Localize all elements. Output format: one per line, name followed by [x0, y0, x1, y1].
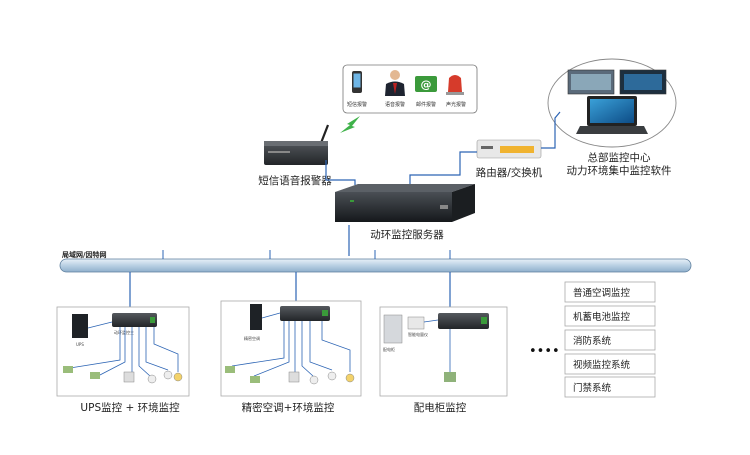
alert-label: 短信报警: [347, 101, 367, 108]
smoke-sensor-icon: [163, 370, 173, 380]
router-label: 路由器/交换机: [476, 166, 543, 179]
cabinet-label: 配电柜: [383, 346, 395, 352]
sensor-icon: [288, 371, 300, 383]
subsystem-item: 消防系统: [573, 335, 612, 347]
smoke-sensor-icon: [147, 374, 157, 384]
monitoring-server: [335, 184, 475, 222]
siren-icon: [446, 75, 464, 95]
hq-monitoring-center: [547, 58, 677, 148]
subsystem-item: 视频监控系统: [573, 359, 631, 371]
monitor-host-device: [112, 313, 157, 327]
router-device: [476, 139, 542, 159]
unit-caption: UPS监控 + 环境监控: [80, 401, 180, 414]
sensor-icon: [444, 372, 456, 382]
sms-voice-alarm-device: [264, 124, 330, 165]
subsystem-list: 普通空调监控 机蓄电池监控 消防系统 视频监控系统 门禁系统: [564, 281, 656, 398]
more-units-ellipsis: ••••: [529, 344, 560, 359]
svg-text:@: @: [421, 78, 432, 91]
power-meter-icon: [407, 316, 425, 330]
subsystem-item: 门禁系统: [573, 382, 612, 394]
ups-icon: [72, 314, 88, 338]
alert-label: 邮件报警: [416, 101, 436, 108]
monitor-host-label: 动环监控主: [114, 329, 134, 335]
cabinet-icon: [383, 314, 403, 344]
smoke-sensor-icon: [327, 371, 337, 381]
monitor-host-device: [438, 313, 489, 329]
email-icon: @: [415, 76, 437, 92]
meter-label: 智能电量仪: [408, 331, 428, 337]
connection-lines: [325, 111, 561, 256]
ac-label: 精密空调: [244, 335, 260, 341]
sms-phone-icon: [352, 71, 362, 93]
sensor-icon: [63, 366, 73, 373]
ups-monitoring-unit: UPS 动环监控主: [56, 306, 190, 397]
lan-label: 局域网/因特网: [62, 250, 107, 259]
subsystem-item: 机蓄电池监控: [573, 311, 631, 323]
hq-label-line1: 总部监控中心: [588, 151, 651, 164]
siren-icon: [345, 373, 355, 383]
sms-alarm-label: 短信语音报警器: [258, 174, 332, 187]
unit-caption: 配电柜监控: [414, 401, 467, 414]
sensor-icon: [250, 376, 260, 383]
lan-taps: [162, 250, 451, 259]
alert-label: 语音报警: [385, 101, 405, 108]
unit-caption: 精密空调+环境监控: [242, 401, 335, 414]
laptop-icon: [576, 96, 648, 134]
distribution-cabinet-unit: 配电柜 智能电量仪: [379, 306, 508, 397]
ups-label: UPS: [76, 342, 84, 347]
alert-label: 声光报警: [446, 101, 466, 108]
lan-backbone: [59, 258, 692, 273]
sensor-icon: [90, 372, 100, 379]
sensor-icon: [123, 371, 135, 383]
hq-label-line2: 动力环境集中监控软件: [567, 164, 672, 177]
server-label: 动环监控服务器: [370, 228, 444, 241]
monitor-host-device: [280, 306, 330, 321]
ac-unit-icon: [250, 304, 262, 330]
wireless-signal-icon: [340, 116, 360, 133]
alert-methods-panel: @ 短信报警 语音报警 邮件报警 声光报警: [342, 64, 478, 114]
voice-call-icon: [385, 70, 405, 96]
sensor-icon: [225, 366, 235, 373]
smoke-sensor-icon: [309, 375, 319, 385]
siren-icon: [173, 372, 183, 382]
precision-ac-monitoring-unit: 精密空调: [220, 300, 362, 397]
subsystem-item: 普通空调监控: [573, 287, 631, 299]
